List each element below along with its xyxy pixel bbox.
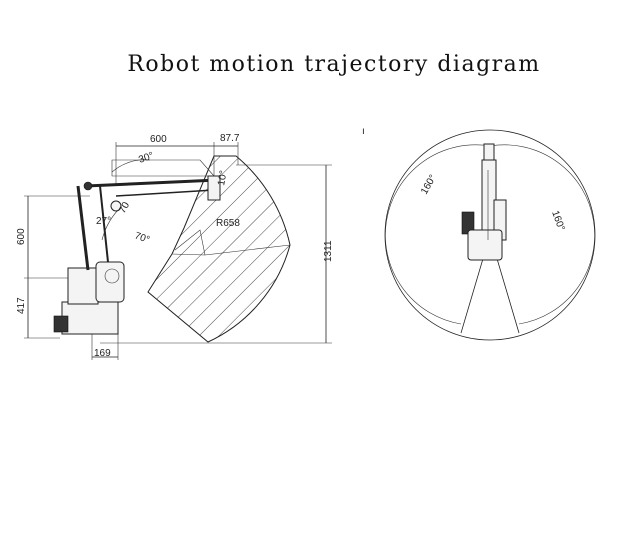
side-view: 600 87.7 1311 600 417 169	[16, 133, 334, 360]
top-angle-left-label: 160°	[419, 173, 439, 196]
joint-circle	[104, 268, 120, 284]
angle-end-offset-label: 10°	[216, 170, 229, 187]
angle-joint-small-label: 27°	[96, 216, 111, 227]
dim-top-offset-label: 87.7	[220, 133, 240, 144]
joint-housing	[95, 261, 125, 303]
dim-vertical-lower-label: 417	[16, 297, 27, 314]
rear-joint	[83, 181, 93, 191]
radius-label: R658	[216, 218, 240, 229]
elbow-joint	[110, 200, 122, 212]
rear-link	[76, 185, 90, 271]
diagram-title: Robot motion trajectory diagram	[127, 52, 541, 77]
dim-top-reach-label: 600	[150, 134, 167, 145]
robot-base	[61, 301, 119, 335]
dimension-total-height: 1311	[100, 164, 334, 344]
base-top	[467, 229, 503, 261]
outer-reach-circle	[384, 129, 596, 341]
forearm-parallel	[115, 189, 215, 197]
dimension-top-offset: 87.7	[214, 133, 240, 165]
workspace-area	[147, 155, 291, 343]
robot-side	[53, 159, 221, 335]
robot-column	[67, 267, 99, 305]
upper-arm	[99, 185, 109, 263]
forearm	[85, 178, 219, 188]
angle-upper-arm-label: 30°	[137, 150, 155, 166]
robot-top	[461, 143, 507, 261]
base-motor	[53, 315, 69, 333]
angle-lower-arm-label: 70°	[133, 230, 151, 246]
dimension-top-reach: 600	[115, 134, 215, 185]
top-angle-right-label: 160°	[549, 209, 566, 232]
dim-vertical-upper-label: 600	[16, 228, 27, 245]
dim-base-width-label: 169	[94, 348, 111, 359]
top-view-marker: ı	[362, 126, 365, 137]
upper-envelope	[111, 159, 215, 177]
top-view: ı 160° 160°	[362, 126, 596, 341]
inner-arc-right	[489, 144, 595, 325]
dimension-base-width: 169	[91, 330, 119, 360]
inner-arc-left	[385, 144, 491, 325]
dim-total-height-label: 1311	[323, 240, 334, 262]
angle-joint-mid-label: 70	[117, 200, 132, 216]
